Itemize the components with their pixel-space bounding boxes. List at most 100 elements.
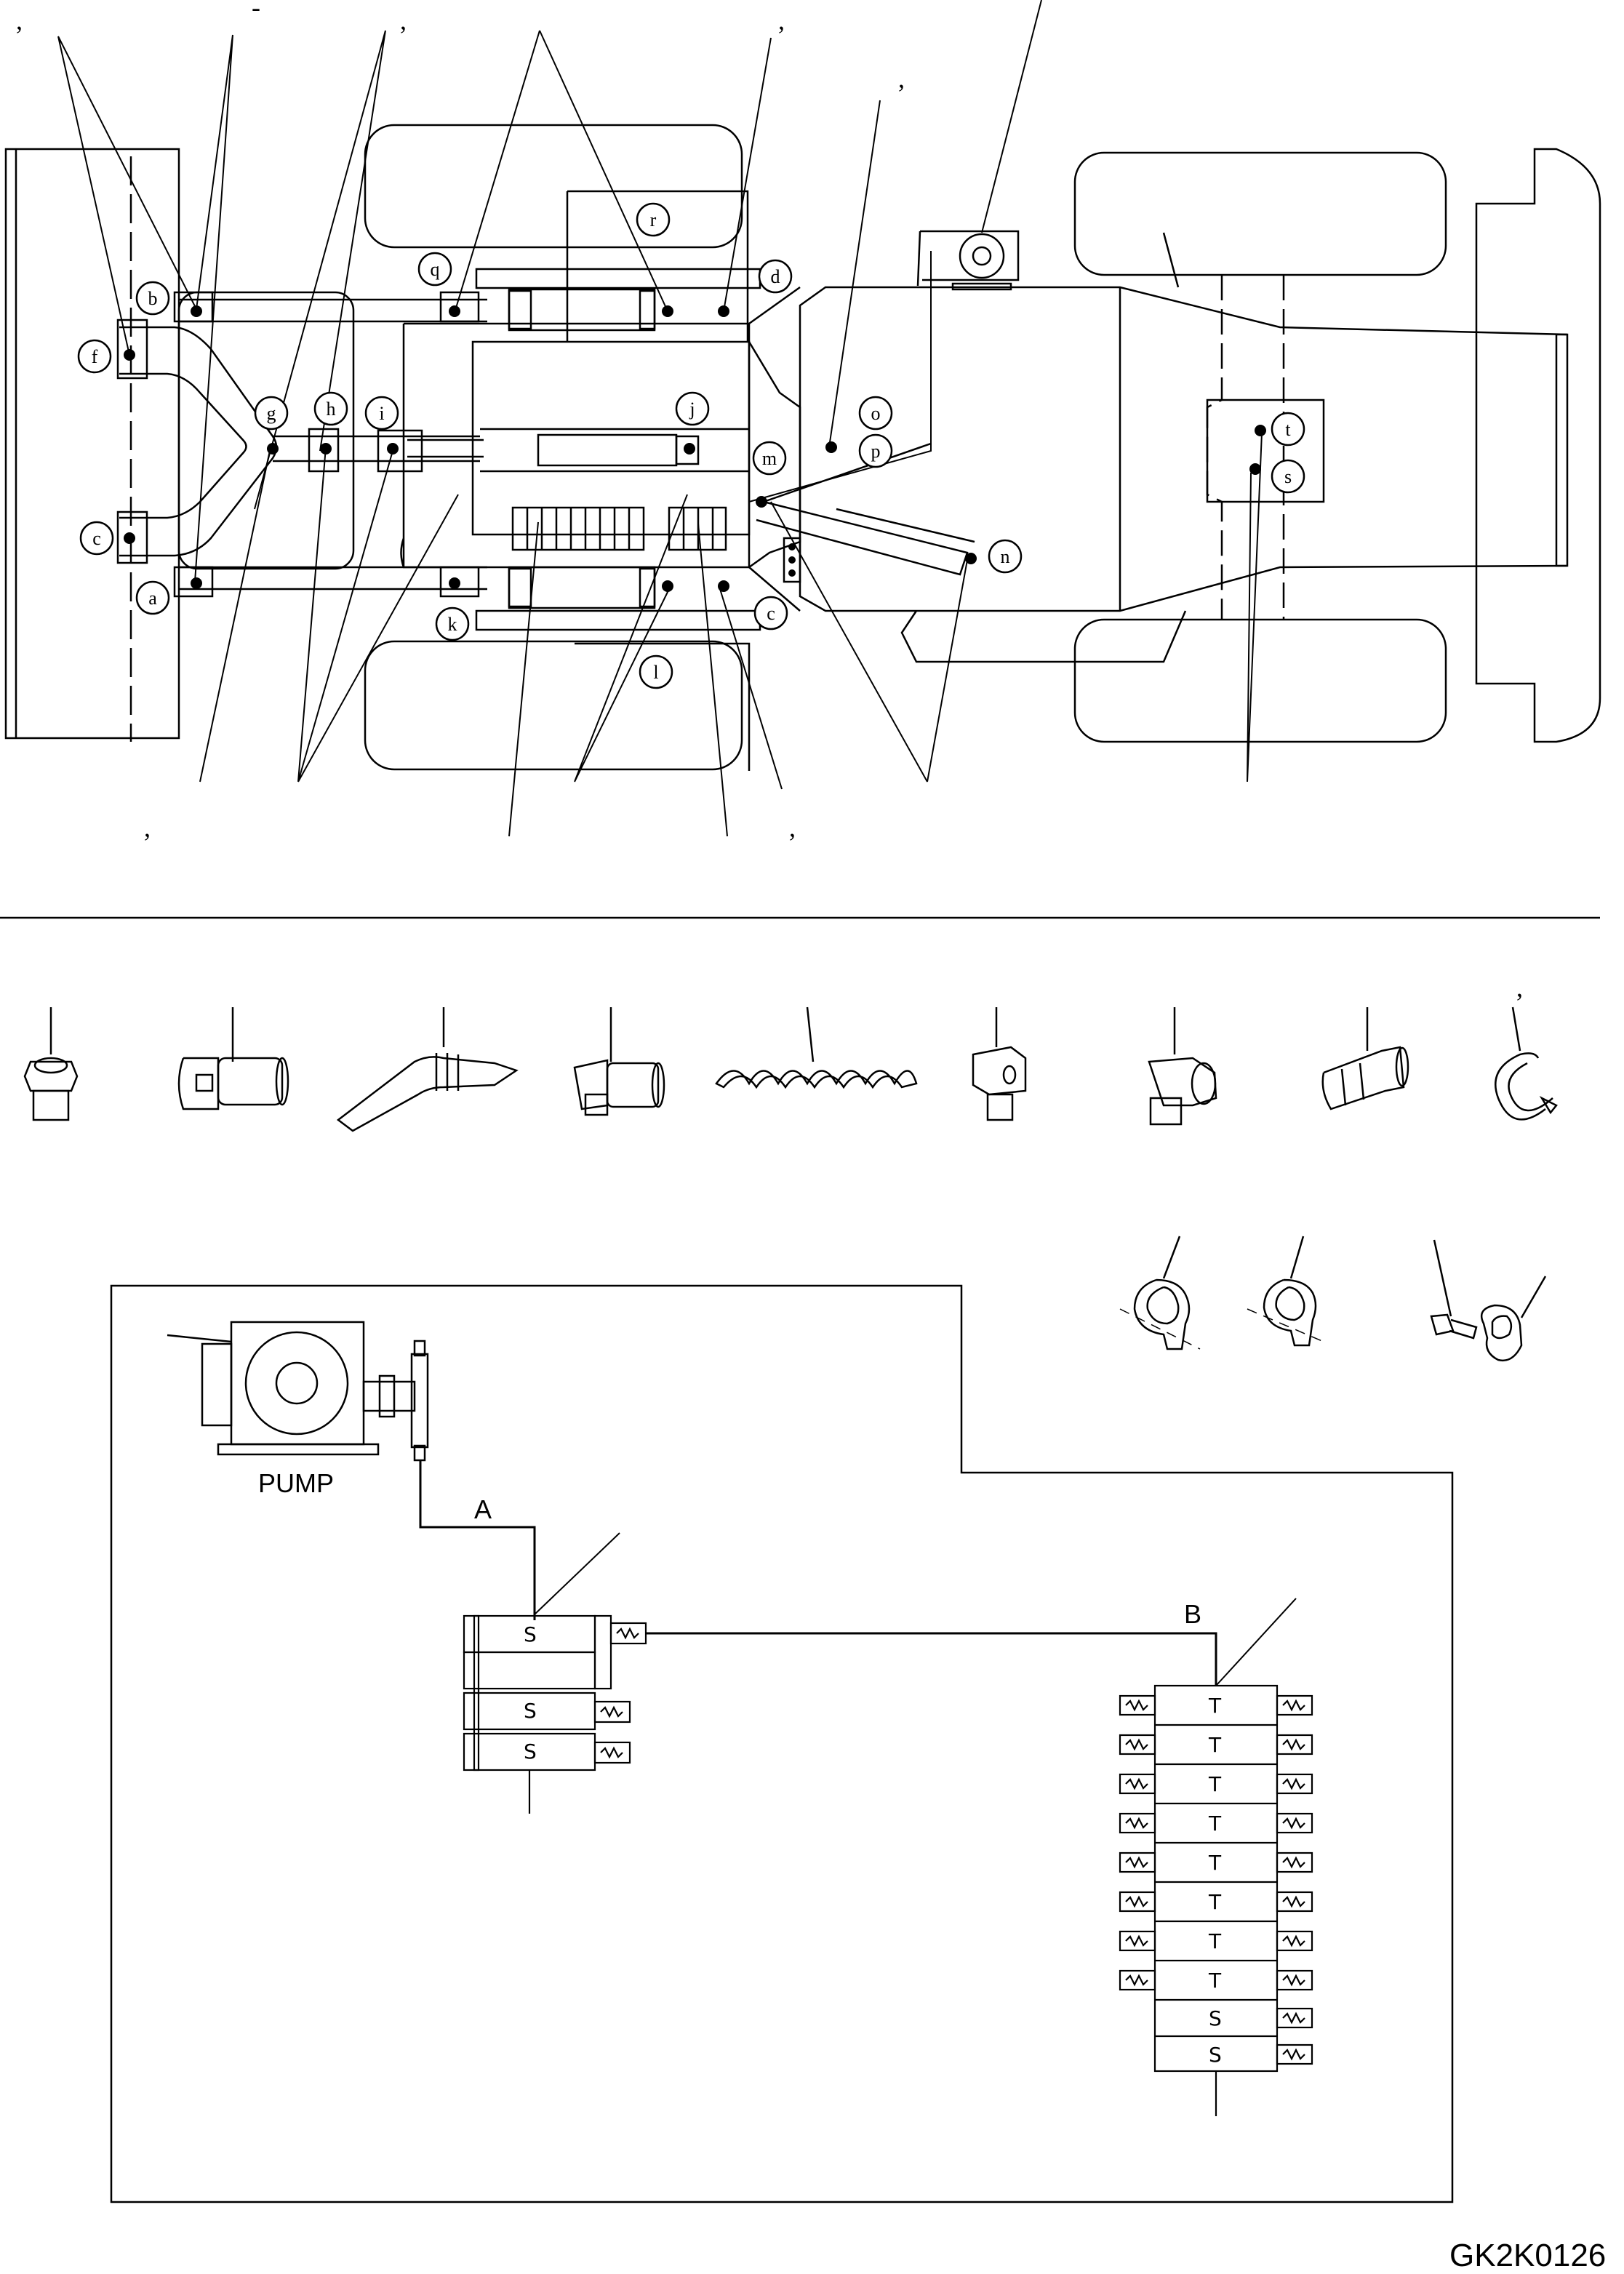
hose-clamp-3	[1480, 1276, 1547, 1362]
svg-text:d: d	[771, 266, 780, 287]
grease-point-o	[825, 441, 837, 453]
grease-point-s	[1249, 463, 1261, 475]
callout-l: l	[639, 654, 673, 689]
svg-text:f: f	[92, 346, 98, 367]
callout-c-left: c	[79, 521, 114, 556]
callout-i: i	[364, 396, 399, 431]
svg-text:c: c	[92, 528, 101, 549]
callout-j: j	[675, 391, 710, 426]
svg-text:i: i	[379, 403, 384, 424]
straight-union-part	[1321, 1007, 1409, 1110]
svg-text:r: r	[650, 209, 657, 231]
lubrication-schematic: PUMP A S S S B	[110, 1284, 1454, 2203]
svg-text:T: T	[1208, 1929, 1222, 1953]
drawing-code: GK2K0126	[1449, 2238, 1606, 2273]
grease-point-j	[684, 443, 695, 455]
callout-k: k	[435, 606, 470, 641]
svg-text:q: q	[431, 259, 440, 280]
grease-point-l	[662, 580, 673, 592]
elbow-fitting-part	[177, 1007, 289, 1110]
leader-lines	[57, 0, 1263, 837]
pump-label: PUMP	[258, 1468, 334, 1498]
callout-q: q	[417, 252, 452, 287]
svg-text:S: S	[1209, 2006, 1222, 2030]
svg-text:S: S	[524, 1622, 537, 1646]
svg-text:m: m	[762, 448, 777, 469]
svg-text:S: S	[1209, 2043, 1222, 2067]
svg-text:,: ,	[1516, 973, 1523, 1002]
tee-block-part	[972, 1007, 1027, 1121]
callout-f: f	[77, 339, 112, 374]
svg-text:T: T	[1208, 1851, 1222, 1875]
connector-nut-part	[23, 1007, 79, 1121]
svg-text:,: ,	[898, 64, 905, 93]
grease-point-k	[449, 577, 460, 589]
rear-right-tire	[1073, 618, 1447, 743]
grease-point-i	[387, 443, 399, 455]
callout-h: h	[313, 391, 348, 426]
grease-point-g	[267, 443, 279, 455]
callout-o: o	[858, 396, 893, 431]
line-a	[419, 1460, 536, 1620]
svg-text:s: s	[1284, 466, 1292, 487]
svg-text:p: p	[871, 441, 881, 462]
angle-fitting-part	[573, 1007, 665, 1116]
svg-text:l: l	[653, 662, 658, 683]
primary-divider-block: S S S	[463, 1614, 647, 1814]
nozzle-hose-part	[336, 1007, 519, 1132]
svg-text:a: a	[148, 588, 157, 609]
line-b	[646, 1632, 1217, 1686]
callout-c-right: c	[753, 596, 788, 630]
pump: PUMP	[167, 1321, 429, 1498]
grease-point-a	[191, 577, 202, 589]
grease-point-m	[756, 496, 767, 508]
grease-point-q	[449, 305, 460, 317]
svg-text:T: T	[1208, 1969, 1222, 1993]
grease-point-t	[1255, 425, 1266, 436]
hose-clamp-2	[1247, 1236, 1324, 1347]
secondary-divider-block: T T T T T T T T S S	[1119, 1684, 1313, 2116]
callout-p: p	[858, 433, 893, 468]
callout-g: g	[254, 396, 289, 431]
spiral-sleeve-part	[715, 1006, 918, 1089]
front-left-tire	[364, 124, 743, 249]
svg-text:t: t	[1285, 419, 1291, 440]
grease-point-h	[320, 443, 332, 455]
svg-text:,: ,	[144, 813, 151, 842]
front-right-tire	[364, 640, 743, 771]
grease-points	[124, 305, 1266, 592]
svg-text:S: S	[524, 1739, 537, 1763]
svg-text:T: T	[1208, 1694, 1222, 1718]
callout-bubbles: a b f c g h i q r d j m o p n k l c t s	[77, 202, 1305, 689]
clamp-parts	[1119, 1236, 1547, 1362]
svg-text:,: ,	[789, 813, 796, 842]
line-a-label: A	[474, 1494, 492, 1524]
svg-text:-: -	[252, 0, 260, 22]
svg-text:T: T	[1208, 1772, 1222, 1796]
grease-point-b	[191, 305, 202, 317]
svg-text:T: T	[1208, 1890, 1222, 1914]
callout-a: a	[135, 580, 170, 615]
elbow-union-part	[1148, 1007, 1217, 1126]
svg-text:n: n	[1001, 546, 1010, 567]
parts-row	[23, 1006, 1558, 1132]
svg-text:h: h	[327, 399, 336, 420]
svg-text:T: T	[1208, 1811, 1222, 1835]
grease-point-c-left	[124, 532, 135, 544]
grease-point-d	[718, 305, 729, 317]
line-b-label: B	[1184, 1599, 1201, 1629]
hose-clamp-1	[1119, 1236, 1201, 1350]
svg-text:k: k	[448, 614, 457, 635]
svg-text:,: ,	[778, 6, 785, 35]
callout-t: t	[1271, 412, 1305, 447]
svg-text:o: o	[871, 403, 881, 424]
svg-text:b: b	[148, 288, 158, 309]
callout-d: d	[758, 259, 793, 294]
grease-point-n	[965, 553, 977, 564]
blade	[4, 148, 180, 740]
callout-r: r	[636, 202, 671, 237]
svg-text:g: g	[267, 403, 276, 424]
svg-text:,: ,	[400, 6, 407, 35]
schematic-border	[110, 1284, 1454, 2203]
